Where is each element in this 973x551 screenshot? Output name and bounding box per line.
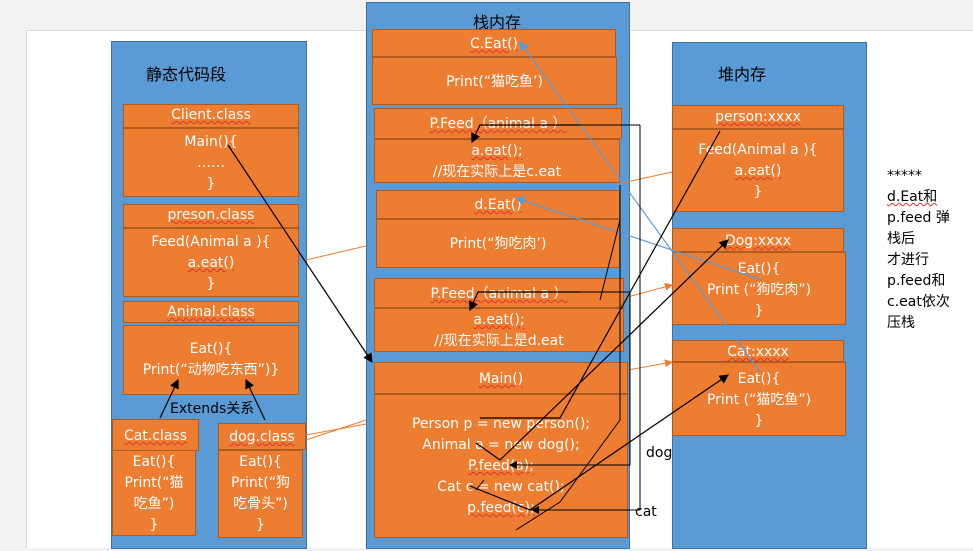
note-line-7: c.eat依次 xyxy=(887,294,950,310)
stack-main-line-2: Animal a = new dog(); xyxy=(422,437,580,453)
heap-cat-line-2: Print (“猫吃鱼”) xyxy=(706,392,812,408)
stack-p-feed-1-header: P.Feed（animal a ） xyxy=(374,108,622,139)
note-text: ***** d.Eat和 p.feed 弹 栈后 才进行 p.feed和 c.e… xyxy=(887,166,950,334)
heap-dog-line-3: } xyxy=(754,303,764,319)
preson-class-header: preson.class xyxy=(123,204,299,228)
stack-main-line-5: p.feed(c); xyxy=(467,500,535,516)
stack-main-line-1: Person p = new person(); xyxy=(411,416,591,432)
note-line-6: p.feed和 xyxy=(887,273,946,289)
stack-p-feed-2-header: P.Feed（animal a ） xyxy=(374,278,624,308)
cat-class-body: Eat(){ Print(“猫 吃鱼”) } xyxy=(112,450,196,536)
note-line-4: 栈后 xyxy=(887,231,915,247)
stack-p-feed-1-line-2: //现在实际上是c.eat xyxy=(432,164,562,180)
heap-person-line-2: a.eat() xyxy=(734,163,782,179)
stack-p-feed-1-header-text: P.Feed（animal a ） xyxy=(429,116,567,132)
stack-p-feed-1-body: a.eat(); //现在实际上是c.eat xyxy=(374,139,620,183)
stack-p-feed-2-line-1: a.eat(); xyxy=(473,312,525,328)
heap-person-header-text: person:xxxx xyxy=(715,109,801,125)
preson-line-2: a.eat() xyxy=(187,255,235,271)
heap-person-line-3: } xyxy=(753,184,763,200)
note-line-2: d.Eat和 xyxy=(887,189,938,205)
cat-class-header-text: Cat.class xyxy=(123,428,188,444)
dog-line-4: } xyxy=(256,517,265,533)
note-line-8: 压栈 xyxy=(887,315,915,331)
heap-cat-line-3: } xyxy=(754,413,764,429)
cat-line-1: Eat(){ xyxy=(132,454,176,470)
stack-c-eat-header-text: C.Eat() xyxy=(469,36,519,52)
dog-class-header: dog.class xyxy=(218,423,306,450)
animal-class-header: Animal.class xyxy=(123,301,299,323)
heap-cat-header-text: Cat:xxxx xyxy=(727,344,789,360)
preson-line-3: } xyxy=(206,276,216,292)
animal-line-1: Eat(){ xyxy=(189,341,233,357)
heap-dog-header-text: Dog:xxxx xyxy=(724,233,792,249)
heap-dog-body: Eat(){ Print (“狗吃肉”) } xyxy=(672,252,846,325)
client-class-header: Client.class xyxy=(123,104,299,128)
heap-dog-line-2: Print (“狗吃肉”) xyxy=(706,282,812,298)
heap-cat-line-1: Eat(){ xyxy=(737,371,781,387)
cat-line-3: 吃鱼”) xyxy=(133,496,175,512)
static-segment-title: 静态代码段 xyxy=(146,65,227,84)
stack-d-eat-header: d.Eat() xyxy=(376,190,620,219)
note-line-3: p.feed 弹 xyxy=(887,210,950,226)
stack-p-feed-2-body: a.eat(); //现在实际上是d.eat xyxy=(374,308,624,352)
dog-line-3: 吃骨头”) xyxy=(233,496,288,512)
client-class-body: Main(){ …… } xyxy=(123,128,299,197)
heap-dog-line-1: Eat(){ xyxy=(737,261,781,277)
stack-main-header: Main() xyxy=(374,362,628,394)
note-line-1: ***** xyxy=(887,168,922,184)
heap-cat-header: Cat:xxxx xyxy=(672,340,844,362)
heap-person-body: Feed(Animal a ){ a.eat() } xyxy=(672,129,844,212)
stack-main-header-text: Main() xyxy=(478,371,524,387)
stack-main-line-4: Cat c = new cat(); xyxy=(437,479,565,495)
heap-person-header: person:xxxx xyxy=(672,105,844,129)
dog-reference-label: dog xyxy=(646,445,673,461)
stack-p-feed-2-header-text: P.Feed（animal a ） xyxy=(430,286,568,302)
cat-line-2: Print(“猫 xyxy=(124,475,184,491)
heap-person-line-1: Feed(Animal a ){ xyxy=(698,142,818,158)
stack-c-eat-header: C.Eat() xyxy=(372,29,616,57)
stack-title: 栈内存 xyxy=(473,13,522,32)
animal-line-2: Print(“动物吃东西”)} xyxy=(142,362,280,378)
client-line-3: } xyxy=(206,176,216,192)
client-line-2: …… xyxy=(197,155,225,171)
heap-dog-header: Dog:xxxx xyxy=(672,228,844,252)
dog-line-1: Eat(){ xyxy=(239,454,282,470)
stack-d-eat-body: Print(“狗吃肉’) xyxy=(376,219,620,268)
animal-class-header-text: Animal.class xyxy=(167,304,255,320)
stack-d-eat-header-text: d.Eat() xyxy=(474,197,522,213)
client-line-1: Main(){ xyxy=(184,134,238,150)
dog-class-header-text: dog.class xyxy=(229,429,295,445)
stack-main-body: Person p = new person(); Animal a = new … xyxy=(374,394,628,538)
heap-cat-body: Eat(){ Print (“猫吃鱼”) } xyxy=(672,362,846,436)
dog-class-body: Eat(){ Print(“狗 吃骨头”) } xyxy=(218,450,303,538)
cat-reference-label: cat xyxy=(635,504,657,520)
stack-p-feed-1-line-1: a.eat(); xyxy=(471,143,523,159)
preson-class-body: Feed(Animal a ){ a.eat() } xyxy=(123,228,299,297)
stack-c-eat-body: Print(“猫吃鱼’) xyxy=(372,57,617,105)
stack-d-eat-body-text: Print(“狗吃肉’) xyxy=(449,236,547,252)
client-class-header-text: Client.class xyxy=(171,107,251,123)
stack-main-line-3: P.feed(a); xyxy=(468,458,534,474)
heap-title: 堆内存 xyxy=(718,65,767,84)
dog-line-2: Print(“狗 xyxy=(231,475,290,491)
extends-label: Extends关系 xyxy=(170,401,255,417)
note-line-5: 才进行 xyxy=(887,252,929,268)
cat-class-header: Cat.class xyxy=(112,419,199,451)
stack-p-feed-2-line-2: //现在实际上是d.eat xyxy=(434,333,564,349)
animal-class-body: Eat(){ Print(“动物吃东西”)} xyxy=(123,325,299,395)
stack-c-eat-body-text: Print(“猫吃鱼’) xyxy=(446,74,543,90)
preson-line-1: Feed(Animal a ){ xyxy=(151,234,271,250)
preson-class-header-text: preson.class xyxy=(167,207,255,223)
cat-line-4: } xyxy=(149,517,159,533)
